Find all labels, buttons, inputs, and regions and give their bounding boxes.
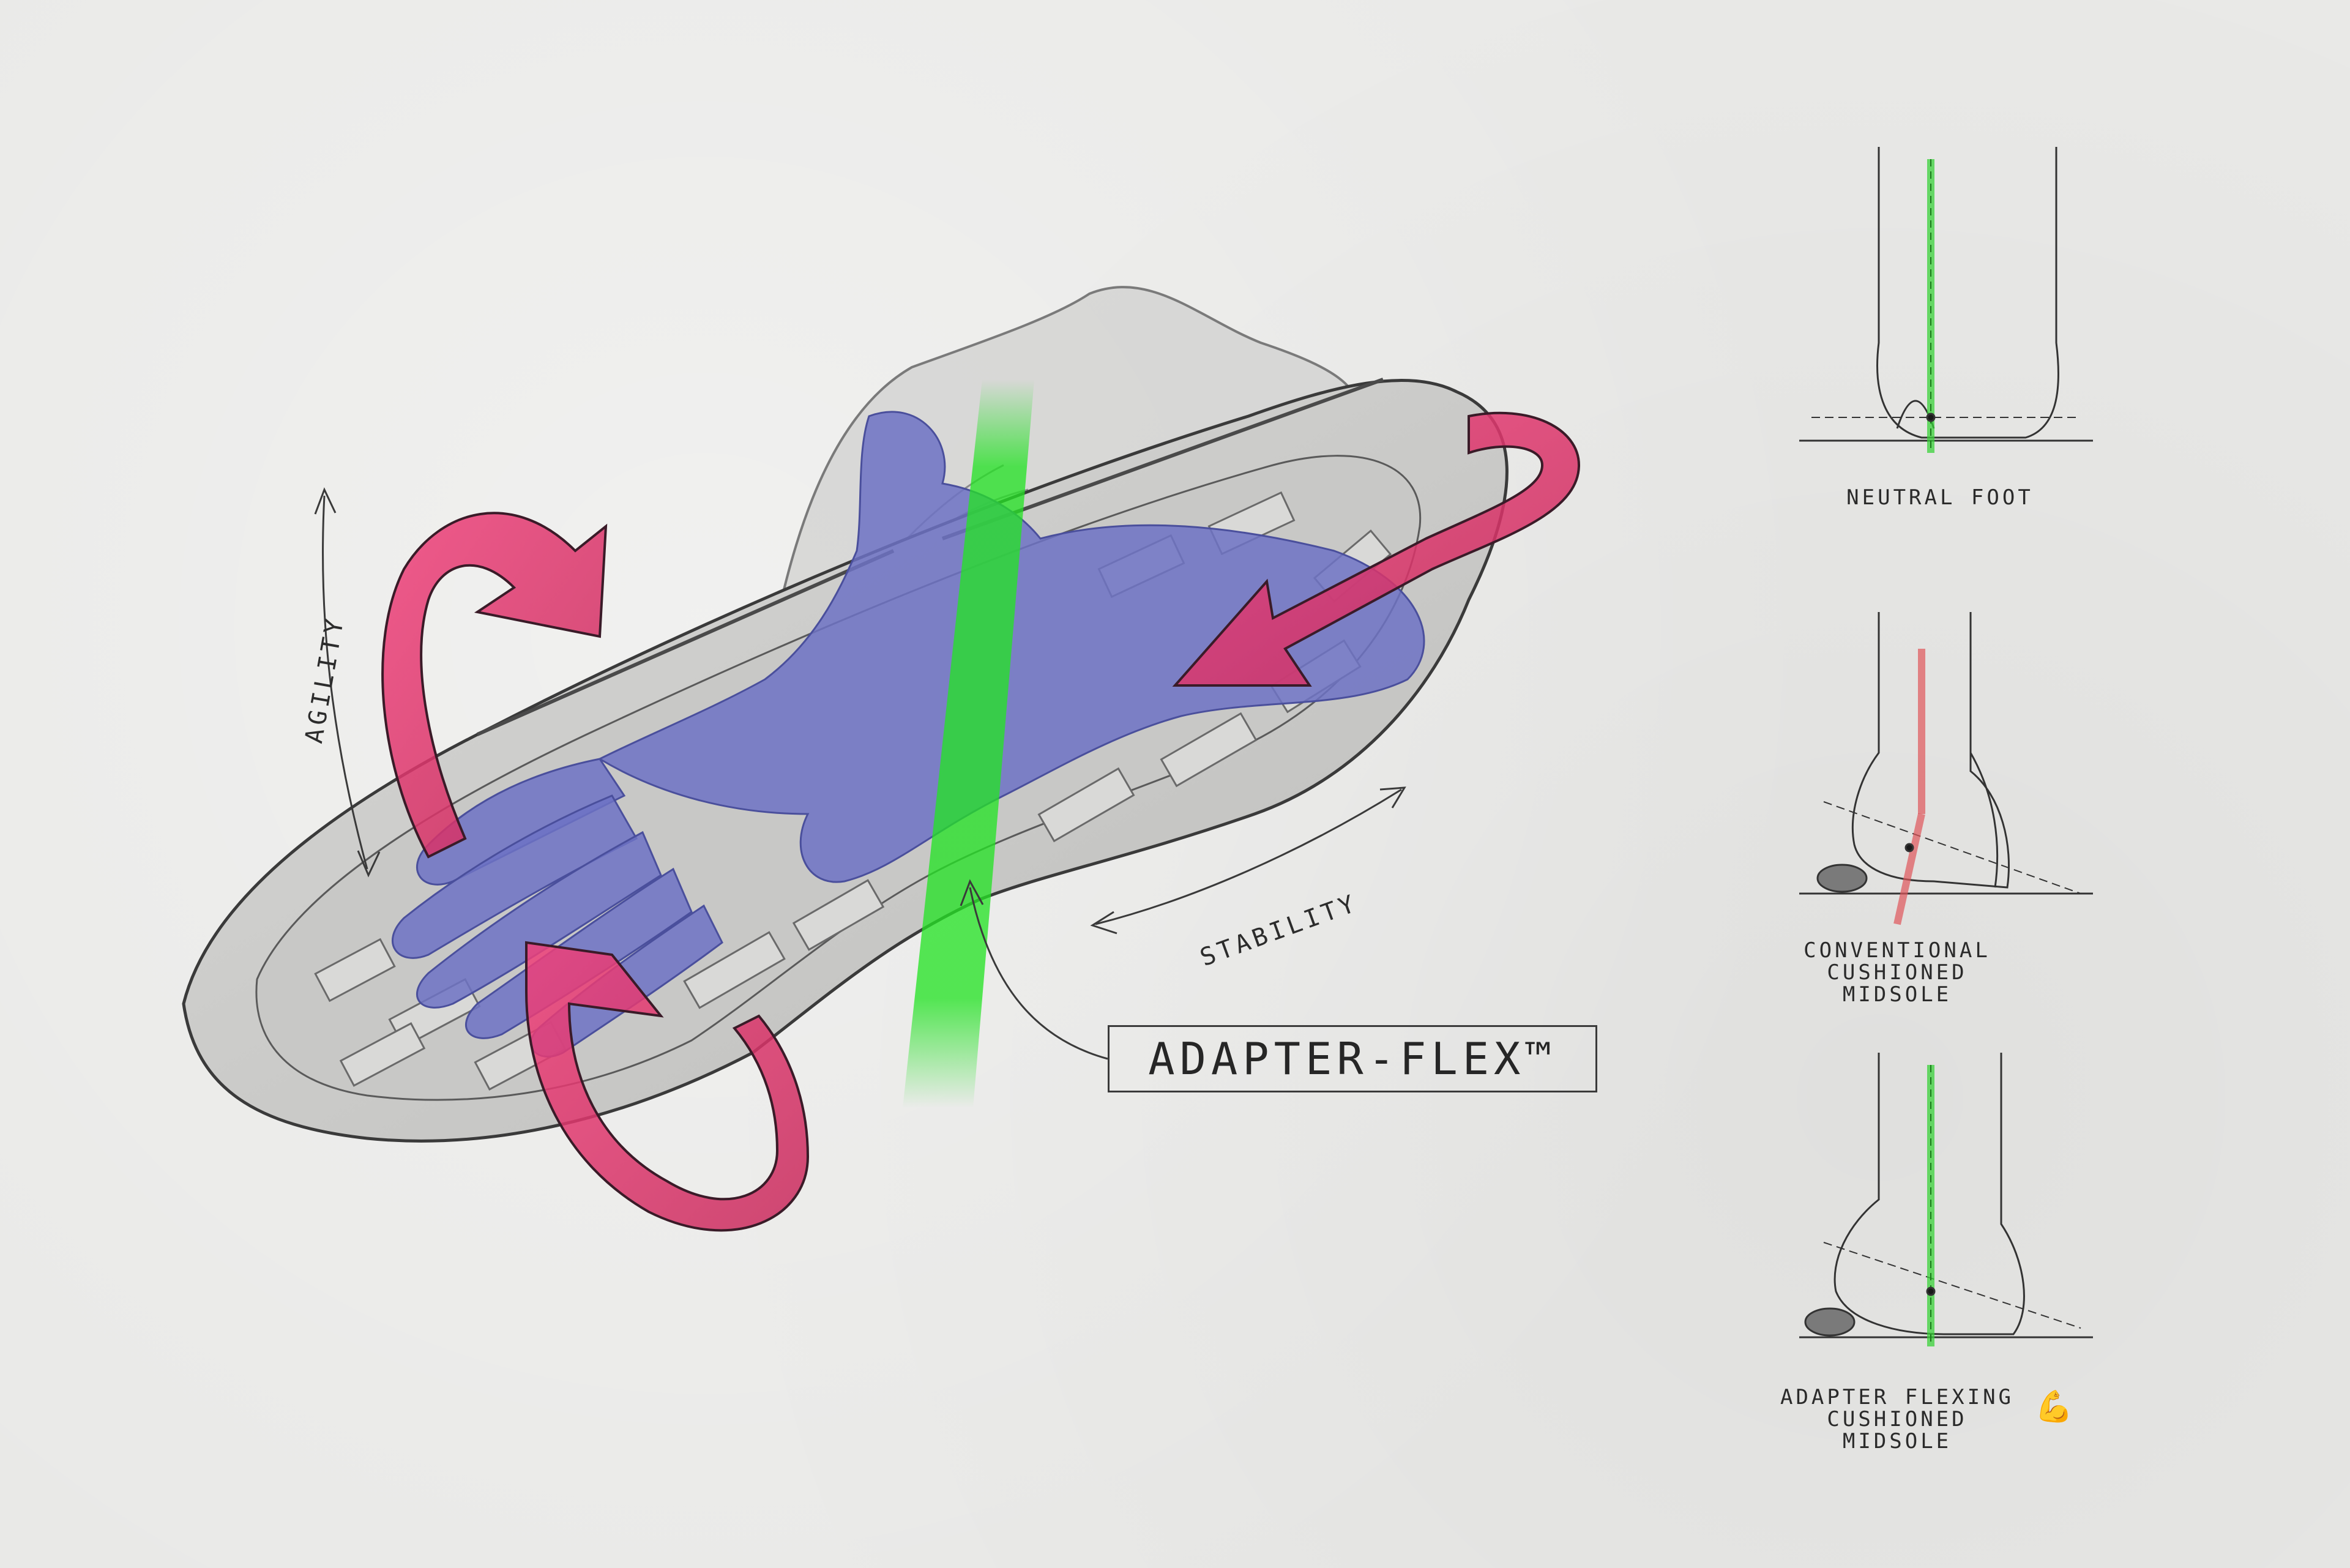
rotation-arrow-left [381, 512, 608, 859]
agility-arrow [314, 487, 381, 878]
caption-adapter-flexing-midsole: ADAPTER FLEXING CUSHIONED MIDSOLE [1780, 1385, 2015, 1454]
caption-conventional-midsole: CONVENTIONAL CUSHIONED MIDSOLE [1804, 938, 1991, 1007]
panel-adapter-flexing-midsole [1799, 1053, 2093, 1346]
caption-neutral-foot: NEUTRAL FOOT [1846, 485, 2034, 510]
panel-neutral-foot [1799, 147, 2093, 453]
stability-arrow [1090, 786, 1406, 935]
adapter-flex-callout: ADAPTER-FLEX™ [1108, 1025, 1597, 1092]
rotation-arrow-right [1172, 411, 1581, 687]
callout-leader [960, 879, 1108, 1060]
flexed-biceps-icon: 💪 [2035, 1389, 2073, 1424]
adapter-flex-label: ADAPTER-FLEX™ [1148, 1033, 1557, 1085]
rotation-arrow-bottom [525, 941, 810, 1232]
adapter-flex-band [903, 379, 1034, 1108]
panel-conventional-midsole [1799, 612, 2093, 925]
